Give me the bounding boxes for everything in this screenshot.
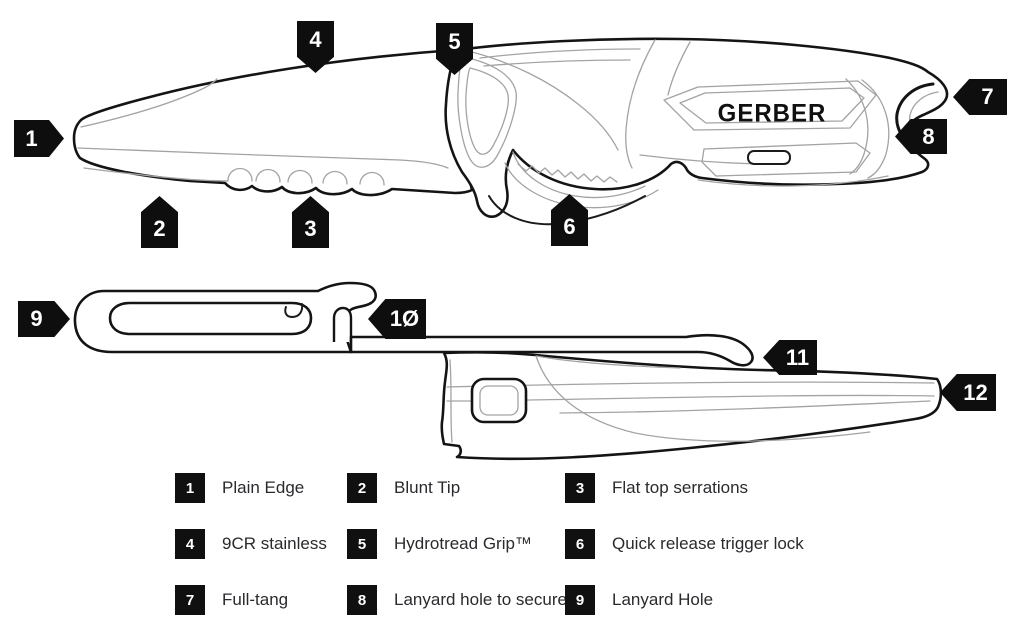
legend-item-3: 3 Flat top serrations: [565, 460, 885, 516]
legend-badge-7: 7: [175, 585, 205, 615]
legend-item-6: 6 Quick release trigger lock: [565, 516, 885, 572]
callout-12-label: 12: [963, 379, 988, 405]
callout-9-label: 9: [30, 306, 43, 331]
legend-label-8: Lanyard hole to secure: [394, 590, 567, 609]
sheath-drawing: [440, 351, 943, 461]
legend-item-8: 8 Lanyard hole to secure: [347, 572, 567, 626]
legend-item-1: 1 Plain Edge: [175, 460, 347, 516]
legend-label-5: Hydrotread Grip™: [394, 534, 532, 553]
legend-badge-6: 6: [565, 529, 595, 559]
legend-badge-8: 8: [347, 585, 377, 615]
legend-item-5: 5 Hydrotread Grip™: [347, 516, 565, 572]
callout-5-label: 5: [448, 29, 461, 54]
callout-7-label: 7: [981, 84, 994, 109]
legend-label-3: Flat top serrations: [612, 478, 749, 497]
legend-label-7: Full-tang: [222, 590, 289, 609]
callout-1-plain-edge: 1: [14, 120, 64, 157]
legend-label-9: Lanyard Hole: [612, 590, 714, 609]
legend-badge-2: 2: [347, 473, 377, 503]
callout-4-label: 4: [309, 27, 322, 52]
callout-3-label: 3: [304, 216, 317, 241]
callout-1-label: 1: [25, 125, 38, 151]
legend-item-2: 2 Blunt Tip: [347, 460, 565, 516]
legend-label-4: 9CR stainless: [222, 534, 327, 553]
callout-8-label: 8: [922, 123, 935, 149]
legend-label-1: Plain Edge: [222, 478, 305, 497]
legend-item-9: 9 Lanyard Hole: [565, 572, 885, 626]
callout-10-label: 1Ø: [389, 306, 420, 331]
legend-item-4: 4 9CR stainless: [175, 516, 347, 572]
legend-badge-1: 1: [175, 473, 205, 503]
legend-badge-4: 4: [175, 529, 205, 559]
legend-label-2: Blunt Tip: [394, 478, 461, 497]
tang-frame-drawing: [73, 281, 754, 367]
legend-label-6: Quick release trigger lock: [612, 534, 804, 553]
callout-11-label: 11: [785, 344, 810, 370]
blade-drawing: [72, 48, 474, 197]
legend-badge-3: 3: [565, 473, 595, 503]
handle-drawing: [444, 37, 949, 226]
legend-badge-5: 5: [347, 529, 377, 559]
legend-item-7: 7 Full-tang: [175, 572, 347, 626]
callout-2-label: 2: [153, 216, 166, 241]
legend-badge-9: 9: [565, 585, 595, 615]
gerber-logo-text: GERBER: [717, 99, 827, 128]
legend: 1 Plain Edge 2 Blunt Tip 3 Flat top serr…: [175, 460, 885, 626]
callout-6-label: 6: [563, 214, 576, 239]
